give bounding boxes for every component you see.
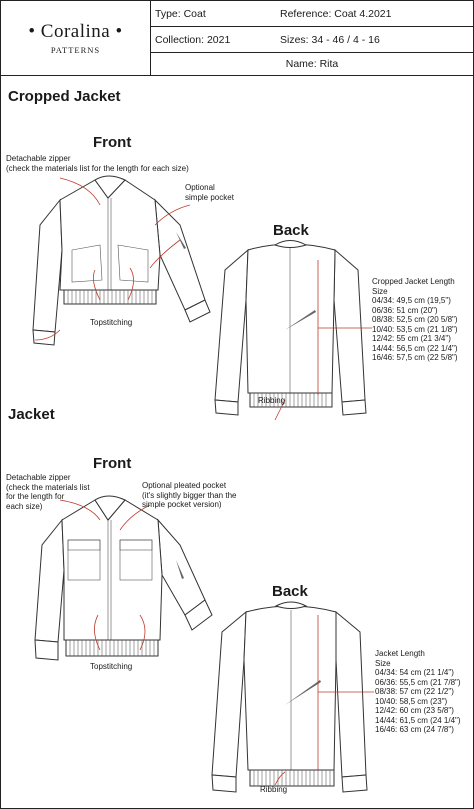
jacket-front-label: Front <box>93 455 132 472</box>
cropped-length-title: Cropped Jacket Length <box>372 277 455 286</box>
length-row: 16/46: 63 cm (24 7/8") <box>375 725 454 734</box>
cropped-ribbing-note: Ribbing <box>258 396 286 405</box>
type-field: Type: Coat <box>155 7 206 20</box>
jacket-pocket-note: Optional pleated pocket (it's slightly b… <box>142 481 236 510</box>
name-field: Name: Rita <box>285 58 339 70</box>
length-row: 08/38: 57 cm (22 1/2") <box>375 687 454 696</box>
reference-field: Reference: Coat 4.2021 <box>280 7 392 20</box>
cropped-jacket-title: Cropped Jacket <box>8 88 121 105</box>
jacket-zipper-note-line-1: Detachable zipper <box>6 473 71 482</box>
length-row: 10/40: 53,5 cm (21 1/8") <box>372 324 458 334</box>
cropped-topstitching-note: Topstitching <box>90 318 133 327</box>
cropped-size-label: Size <box>372 286 388 296</box>
jacket-ribbing-note: Ribbing <box>260 785 288 794</box>
length-row: 06/36: 51 cm (20") <box>372 305 438 315</box>
length-row: 10/40: 58,5 cm (23") <box>375 696 448 706</box>
jacket-length-title: Jacket Length <box>375 649 425 658</box>
length-row: 08/38: 52,5 cm (20 5/8") <box>372 315 458 324</box>
jacket-pocket-note-line-2: (it's slightly bigger than the <box>142 490 237 500</box>
jacket-back-label: Back <box>272 583 308 600</box>
cropped-length-table: Cropped Jacket Length Size 04/34: 49,5 c… <box>372 277 458 363</box>
jacket-pocket-note-line-1: Optional pleated pocket <box>142 481 227 490</box>
cropped-zipper-note: Detachable zipper (check the materials l… <box>6 154 189 173</box>
jacket-zipper-note: Detachable zipper (check the materials l… <box>6 473 90 511</box>
jacket-zipper-note-line-4: each size) <box>6 501 43 511</box>
jacket-topstitching-note: Topstitching <box>90 662 133 671</box>
cropped-pocket-note-line-2: simple pocket <box>185 192 234 202</box>
length-row: 14/44: 61,5 cm (24 1/4") <box>375 715 461 725</box>
jacket-length-table: Jacket Length Size 04/34: 54 cm (21 1/4"… <box>375 649 461 735</box>
brand-logo: • Coralina • PATTERNS <box>1 1 151 75</box>
info-row-2: Collection: 2021 Sizes: 34 - 46 / 4 - 16 <box>151 27 473 53</box>
info-row-1: Type: Coat Reference: Coat 4.2021 <box>151 1 473 27</box>
cropped-zipper-note-line-2: (check the materials list for the length… <box>6 163 189 173</box>
length-row: 04/34: 54 cm (21 1/4") <box>375 668 454 677</box>
cropped-pocket-note-line-1: Optional <box>185 183 215 192</box>
jacket-title: Jacket <box>8 406 55 423</box>
cropped-back-label: Back <box>273 222 309 239</box>
brand-name: • Coralina • <box>28 21 123 42</box>
spec-info: Type: Coat Reference: Coat 4.2021 Collec… <box>151 1 473 75</box>
spec-header: • Coralina • PATTERNS Type: Coat Referen… <box>0 0 474 76</box>
sizes-field: Sizes: 34 - 46 / 4 - 16 <box>280 33 380 46</box>
info-row-3: Name: Rita <box>151 53 473 75</box>
length-row: 16/46: 57,5 cm (22 5/8") <box>372 353 458 362</box>
collection-field: Collection: 2021 <box>155 33 231 46</box>
jacket-size-label: Size <box>375 658 391 668</box>
length-row: 14/44: 56,5 cm (22 1/4") <box>372 343 458 353</box>
jacket-pocket-note-line-3: simple pocket version) <box>142 500 222 509</box>
cropped-front-label: Front <box>93 134 132 151</box>
cropped-zipper-note-line-1: Detachable zipper <box>6 154 71 163</box>
cropped-pocket-note: Optional simple pocket <box>185 183 234 202</box>
length-row: 04/34: 49,5 cm (19,5") <box>372 296 451 305</box>
length-row: 06/36: 55,5 cm (21 7/8") <box>375 677 461 687</box>
length-row: 12/42: 60 cm (23 5/8") <box>375 706 454 715</box>
length-row: 12/42: 55 cm (21 3/4") <box>372 334 451 343</box>
jacket-zipper-note-line-2: (check the materials list <box>6 482 90 492</box>
brand-subtitle: PATTERNS <box>50 45 101 55</box>
jacket-zipper-note-line-3: for the length for <box>6 492 65 501</box>
